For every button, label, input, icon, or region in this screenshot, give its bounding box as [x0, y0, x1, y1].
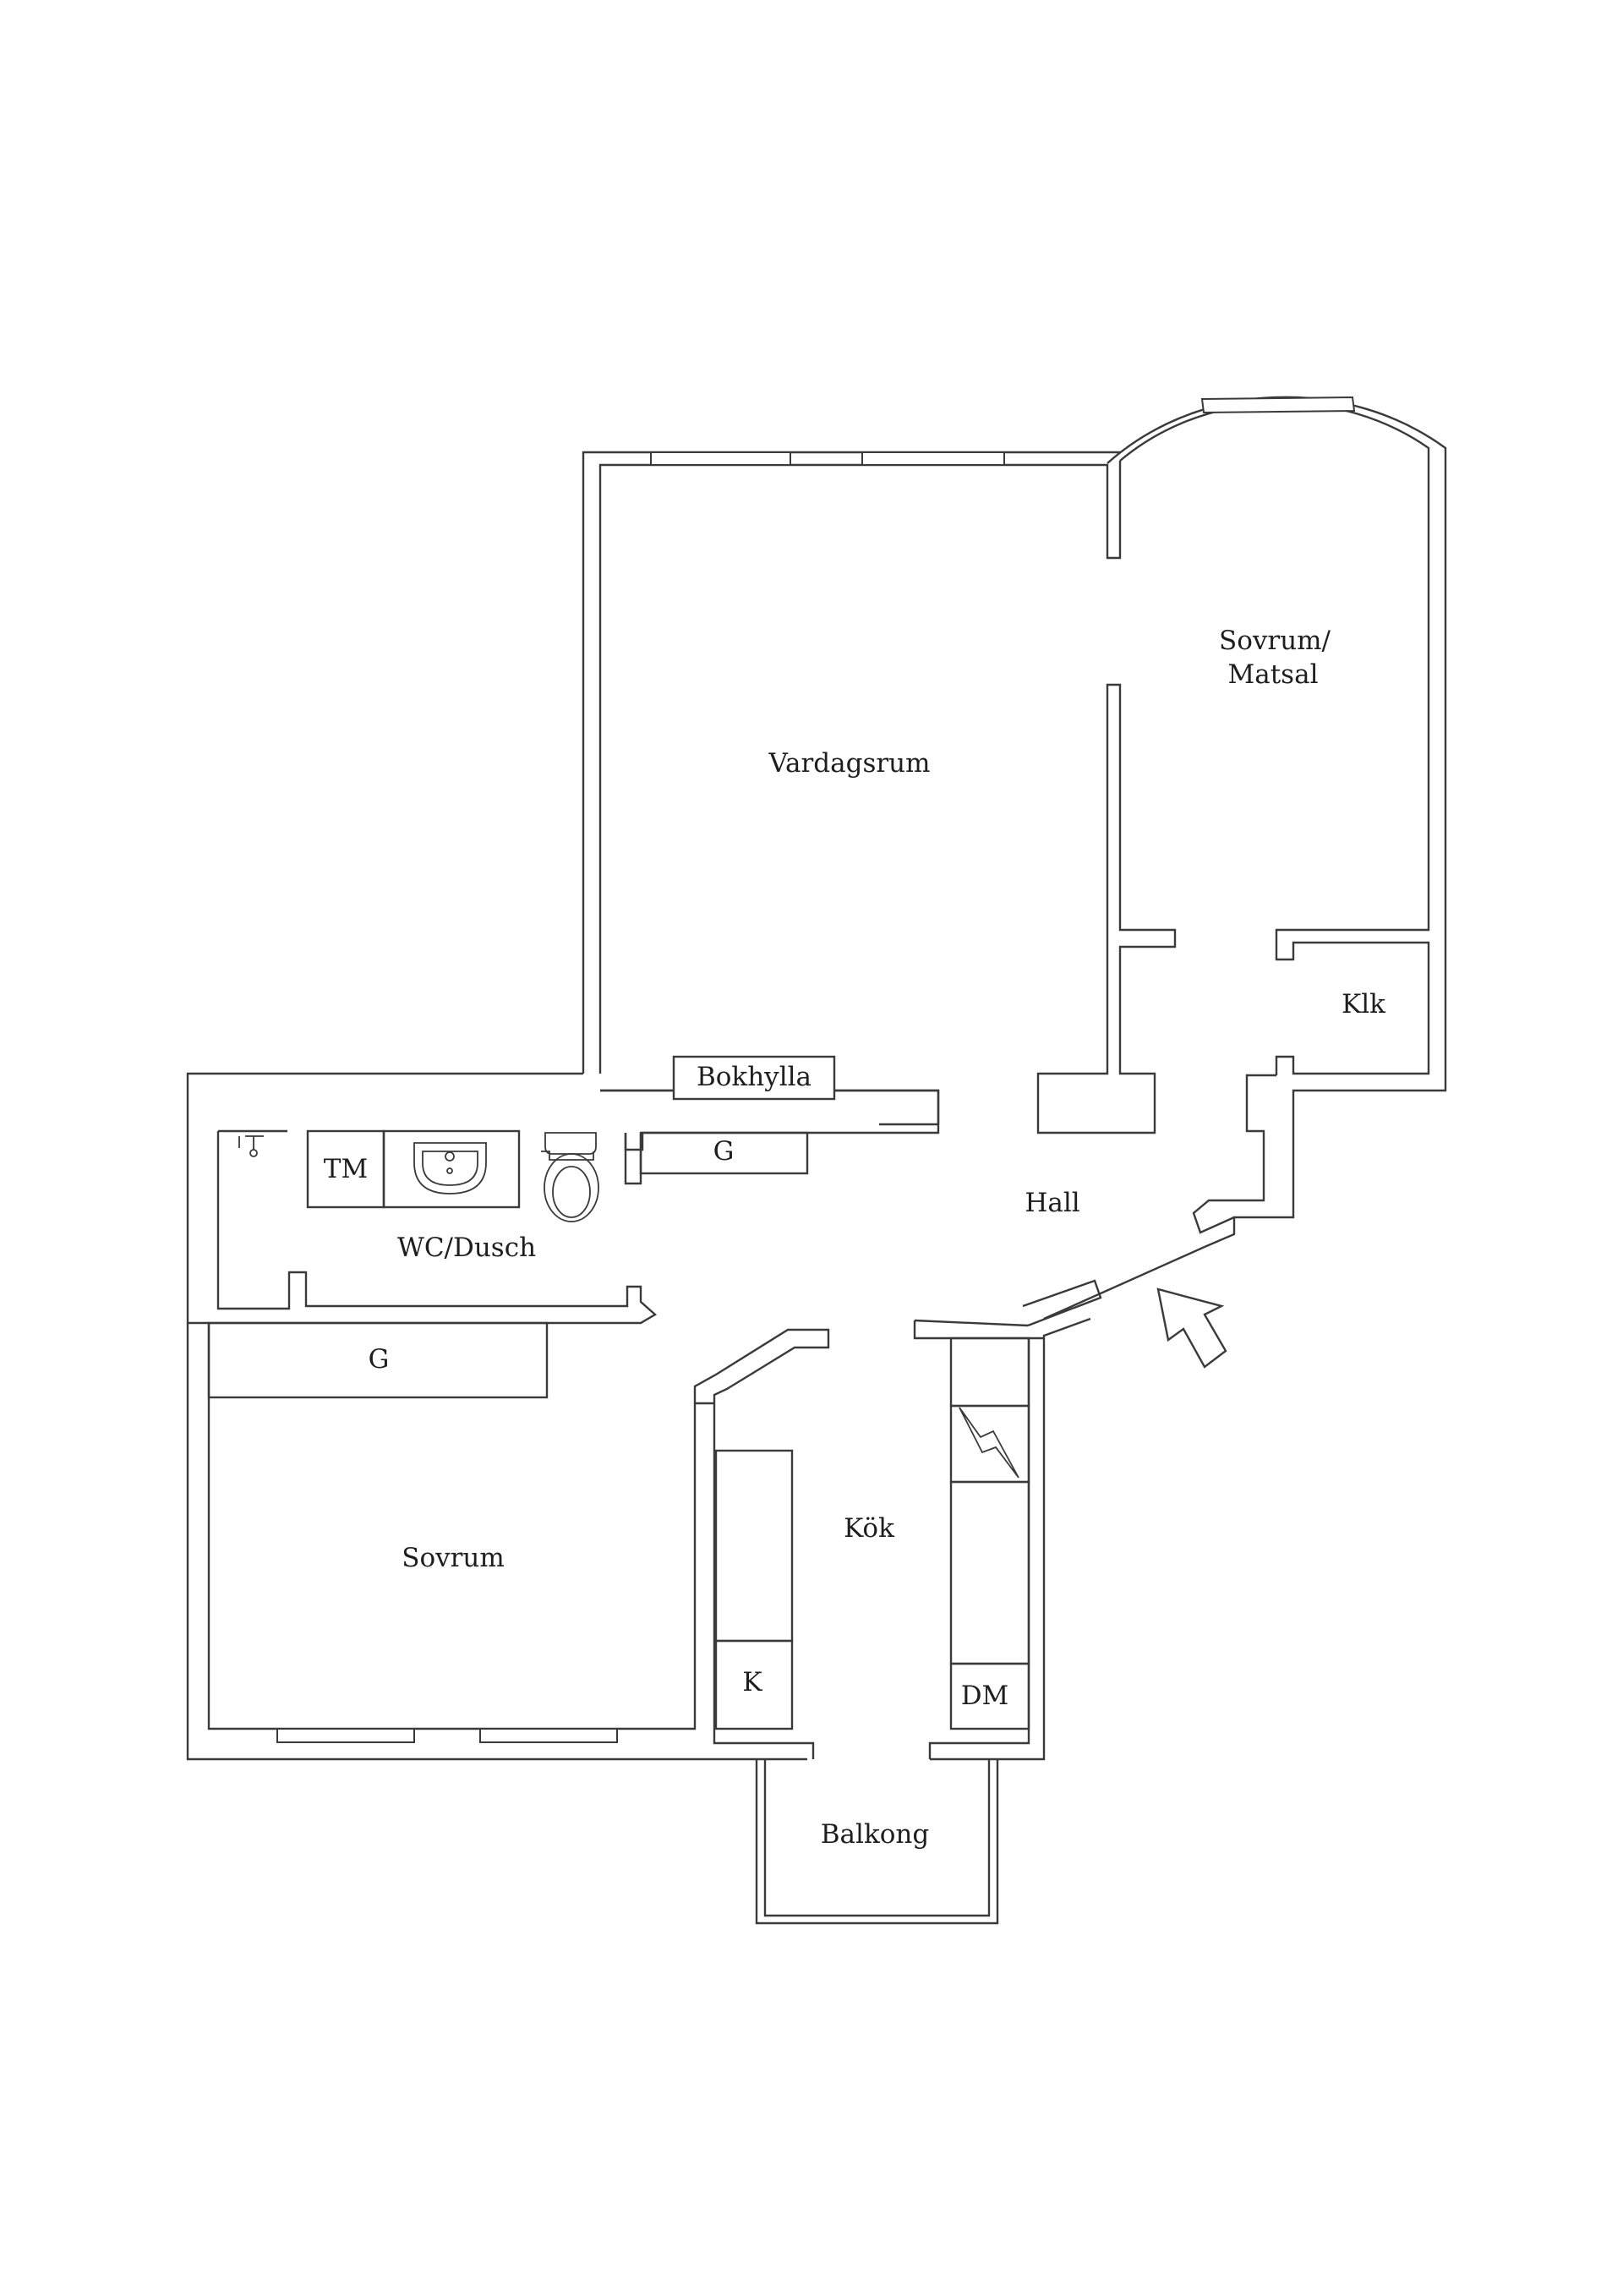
living-room-walls — [582, 451, 1177, 1134]
window — [650, 451, 791, 466]
label-hall: Hall — [1025, 1188, 1079, 1218]
label-kok: Kök — [844, 1513, 894, 1544]
counter-right-top — [949, 1337, 1030, 1408]
label-k: K — [742, 1667, 762, 1697]
bookshelf — [672, 1055, 836, 1101]
sink-icon — [413, 1142, 487, 1194]
bay-bedroom-walls — [1107, 396, 1447, 1249]
label-wc-dusch: WC/Dusch — [397, 1233, 536, 1263]
label-vardagsrum: Vardagsrum — [768, 748, 930, 779]
counter-right-mid — [949, 1480, 1030, 1665]
bathroom — [188, 1129, 658, 1325]
entrance-arrow-icon — [1156, 1287, 1227, 1369]
sink-counter — [382, 1129, 521, 1209]
hall-furniture — [600, 1055, 940, 1175]
stove — [949, 1404, 1030, 1484]
toilet-icon — [541, 1132, 599, 1222]
lightning-icon — [959, 1407, 1019, 1479]
label-balkong: Balkong — [821, 1819, 929, 1850]
label-sovrum-matsal-1: Sovrum/ — [1219, 626, 1331, 656]
window — [479, 1728, 618, 1743]
window — [276, 1728, 415, 1743]
hall-walls — [913, 1074, 1276, 1340]
window — [861, 451, 1005, 466]
label-g-hall: G — [713, 1136, 735, 1167]
label-dm: DM — [961, 1681, 1009, 1711]
kitchen — [693, 1328, 1030, 1759]
label-sovrum-matsal-2: Matsal — [1228, 659, 1319, 690]
counter-left — [714, 1449, 794, 1643]
dishwasher — [949, 1662, 1030, 1730]
label-tm: TM — [324, 1154, 368, 1184]
label-klk: Klk — [1342, 989, 1385, 1020]
balcony — [755, 1759, 999, 1925]
label-bokhylla: Bokhylla — [697, 1062, 812, 1092]
fridge — [714, 1639, 794, 1730]
bedroom — [207, 1321, 697, 1743]
shower-icon — [238, 1135, 264, 1157]
label-sovrum: Sovrum — [402, 1543, 505, 1573]
label-g-sovrum: G — [369, 1344, 390, 1375]
